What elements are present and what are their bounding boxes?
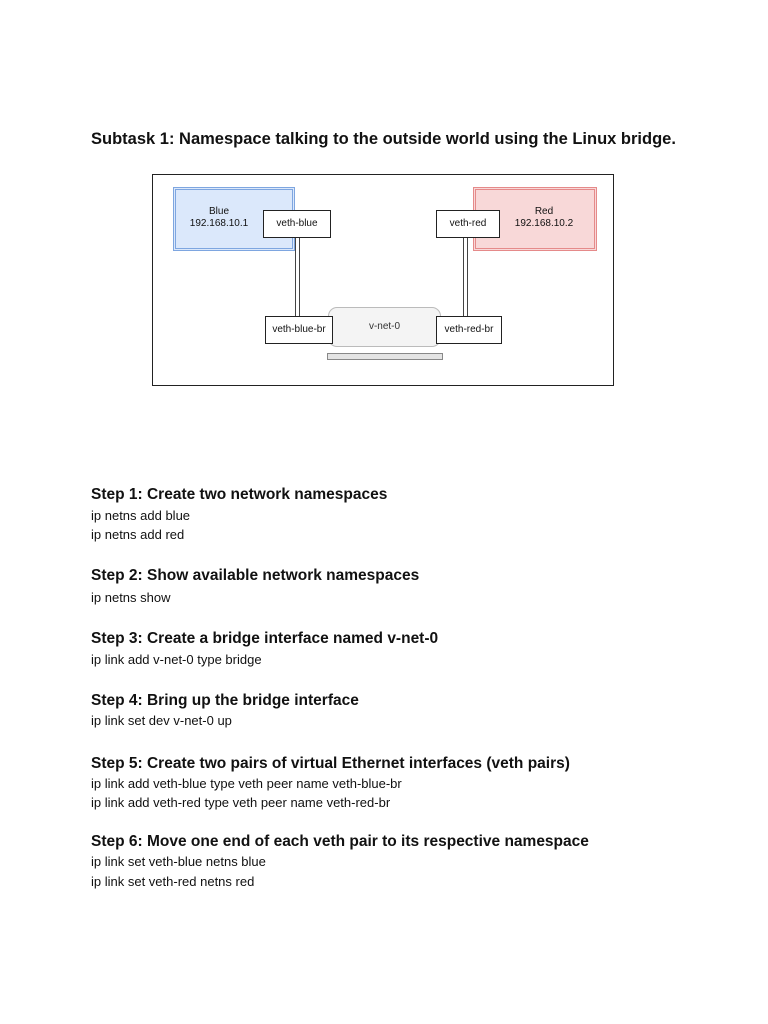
- step-6-title: Step 6: Move one end of each veth pair t…: [91, 833, 589, 850]
- bridge-v-net-0: v-net-0: [328, 307, 441, 347]
- step-2-command-1: ip netns show: [91, 590, 171, 605]
- step-5-title: Step 5: Create two pairs of virtual Ethe…: [91, 755, 570, 772]
- step-3-title: Step 3: Create a bridge interface named …: [91, 630, 439, 647]
- veth-blue-interface: veth-blue: [263, 210, 331, 238]
- step-5-command-2: ip link add veth-red type veth peer name…: [91, 795, 391, 810]
- red-namespace-name: Red: [534, 206, 554, 217]
- step-5-command-1: ip link add veth-blue type veth peer nam…: [91, 776, 402, 791]
- veth-red-br-interface: veth-red-br: [436, 316, 502, 344]
- step-4-command-1: ip link set dev v-net-0 up: [91, 713, 232, 728]
- step-6-command-2: ip link set veth-red netns red: [91, 874, 255, 889]
- red-namespace-ip: 192.168.10.2: [514, 218, 574, 229]
- step-2-title: Step 2: Show available network namespace…: [91, 567, 420, 584]
- blue-veth-link: [295, 237, 300, 321]
- step-1-title: Step 1: Create two network namespaces: [91, 486, 388, 503]
- bridge-base: [327, 353, 443, 360]
- veth-red-interface: veth-red: [436, 210, 500, 238]
- veth-blue-br-interface: veth-blue-br: [265, 316, 333, 344]
- blue-namespace-ip: 192.168.10.1: [189, 218, 249, 229]
- subtask-heading: Subtask 1: Namespace talking to the outs…: [91, 130, 676, 148]
- step-6-command-1: ip link set veth-blue netns blue: [91, 854, 266, 869]
- step-4-title: Step 4: Bring up the bridge interface: [91, 692, 359, 709]
- step-1-command-2: ip netns add red: [91, 527, 185, 542]
- network-diagram: Blue 192.168.10.1 Red 192.168.10.2 veth-…: [152, 174, 614, 386]
- step-1-command-1: ip netns add blue: [91, 508, 191, 523]
- step-3-command-1: ip link add v-net-0 type bridge: [91, 652, 262, 667]
- red-veth-link: [463, 237, 468, 321]
- blue-namespace-name: Blue: [208, 206, 229, 217]
